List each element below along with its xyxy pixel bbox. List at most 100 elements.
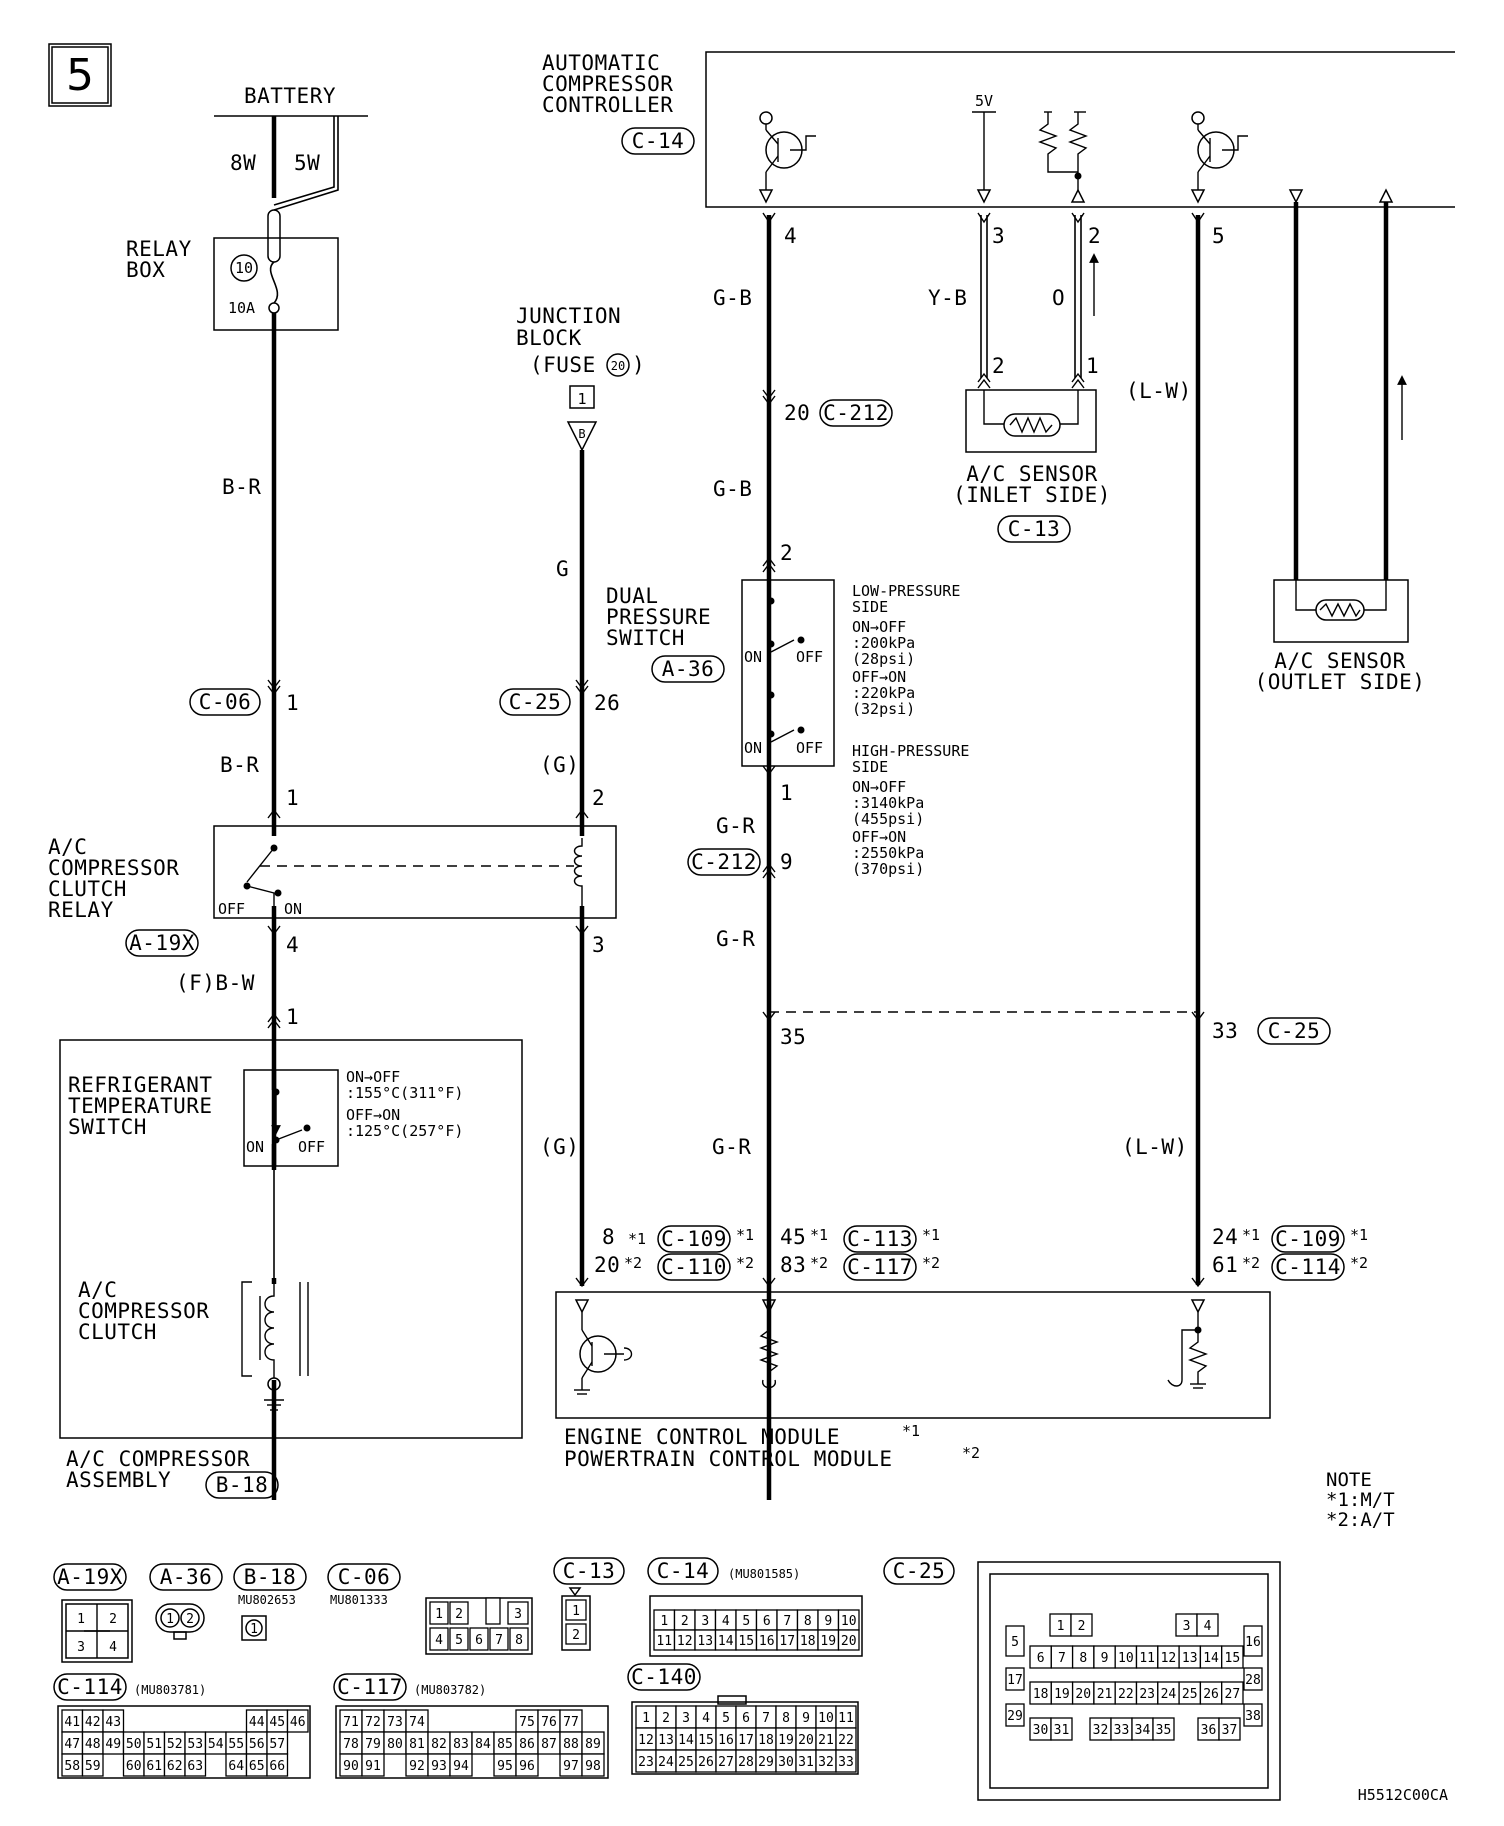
c25-pin-13: 13 bbox=[1182, 1651, 1198, 1666]
note: NOTE *1:M/T *2:A/T bbox=[1326, 1469, 1395, 1531]
c140-pin-1: 1 bbox=[642, 1711, 650, 1726]
relay-pin-1: 1 bbox=[286, 786, 299, 810]
clutch-label-1: A/C bbox=[78, 1278, 117, 1302]
c25-pin-27: 27 bbox=[1225, 1687, 1241, 1702]
c114-pin-66: 66 bbox=[269, 1759, 285, 1774]
dps-connector-a-36: A-36 bbox=[662, 657, 715, 681]
c117-pin-86: 86 bbox=[519, 1737, 535, 1752]
legend-c06-part: MU801333 bbox=[330, 1593, 388, 1607]
c25-pin-38: 38 bbox=[1245, 1709, 1261, 1724]
ac-compressor-assembly: 1 REFRIGERANT TEMPERATURE SWITCH ON OFF … bbox=[59, 1005, 523, 1499]
c25-pin-2: 2 bbox=[1078, 1619, 1086, 1634]
c117-pin-98: 98 bbox=[585, 1759, 601, 1774]
acc-pin-2: 2 bbox=[1088, 224, 1101, 248]
c25-pin-37-cell bbox=[1218, 1717, 1241, 1741]
a36-pin-1: 1 bbox=[166, 1612, 174, 1627]
c114-pin-46-cell bbox=[286, 1709, 309, 1733]
c25-pin-30: 30 bbox=[1033, 1723, 1049, 1738]
c25-pin-16: 16 bbox=[1245, 1635, 1261, 1650]
acc-pin-3: 3 bbox=[992, 224, 1005, 248]
wire-label-b-r-2: B-R bbox=[220, 753, 259, 777]
c25-pin-16-cell bbox=[1243, 1625, 1263, 1657]
c25-pin-11: 11 bbox=[1139, 1651, 1155, 1666]
c25-pin-4-cell bbox=[1196, 1613, 1219, 1637]
fuse-rating: 10A bbox=[228, 299, 255, 317]
c140-pin-29: 29 bbox=[758, 1755, 774, 1770]
c06-pin-2: 2 bbox=[455, 1607, 463, 1622]
c25-pin-35-cell bbox=[1152, 1717, 1175, 1741]
relay-box-label-1: RELAY bbox=[126, 237, 192, 261]
c114-pin-50: 50 bbox=[126, 1737, 142, 1752]
c25-pin-24: 24 bbox=[1161, 1687, 1177, 1702]
c114-pin-56: 56 bbox=[249, 1737, 265, 1752]
c114-pin-49: 49 bbox=[105, 1737, 121, 1752]
c25-pin-17: 17 bbox=[1007, 1673, 1023, 1688]
ecm-label: ENGINE CONTROL MODULE bbox=[564, 1425, 840, 1449]
c140-pin-15: 15 bbox=[698, 1733, 714, 1748]
c114-pin-61: 61 bbox=[146, 1759, 162, 1774]
battery: BATTERY 8W 5W bbox=[214, 84, 368, 211]
ecm-pin-24: 24 bbox=[1212, 1225, 1238, 1249]
relay-label-2: COMPRESSOR bbox=[48, 856, 179, 880]
c114-pin-43: 43 bbox=[105, 1715, 121, 1730]
c14-pin-17: 17 bbox=[779, 1634, 795, 1649]
c25-pin-17-cell bbox=[1005, 1667, 1025, 1691]
rts-b: :155°C(311°F) bbox=[346, 1084, 463, 1102]
a36-pin-2: 2 bbox=[186, 1612, 194, 1627]
c114-pin-42: 42 bbox=[85, 1715, 101, 1730]
clutch-label-2: COMPRESSOR bbox=[78, 1299, 209, 1323]
legend-c06-name: C-06 bbox=[338, 1565, 391, 1589]
connector-c-117: C-117 bbox=[847, 1255, 913, 1279]
c25-pin-14: 14 bbox=[1203, 1651, 1219, 1666]
wire-label-g-r-1: G-R bbox=[716, 814, 755, 838]
c14-pin-6: 6 bbox=[763, 1614, 771, 1629]
acc-label-3: CONTROLLER bbox=[542, 93, 673, 117]
c114-pin-51: 51 bbox=[146, 1737, 162, 1752]
c117-pin-96: 96 bbox=[519, 1759, 535, 1774]
c14-pin-3: 3 bbox=[701, 1614, 709, 1629]
fuse-number-10: 10 bbox=[235, 259, 253, 277]
c114-pin-64: 64 bbox=[228, 1759, 244, 1774]
c140-pin-14: 14 bbox=[678, 1733, 694, 1748]
star1-f: *1 bbox=[1350, 1226, 1368, 1244]
c114-pin-63: 63 bbox=[187, 1759, 203, 1774]
star2-d: *2 bbox=[922, 1254, 940, 1272]
legend-c114-name: C-114 bbox=[57, 1675, 123, 1699]
c114-pin-46: 46 bbox=[290, 1715, 306, 1730]
ecm-pin-20: 20 bbox=[594, 1253, 620, 1277]
c14-pin-9: 9 bbox=[824, 1614, 832, 1629]
assembly-label-2: ASSEMBLY bbox=[66, 1468, 171, 1492]
c140-pin-20: 20 bbox=[798, 1733, 814, 1748]
c140-pin-17: 17 bbox=[738, 1733, 754, 1748]
rts-on: ON bbox=[246, 1138, 264, 1156]
wire-label-g-b-2: G-B bbox=[713, 477, 752, 501]
c14-pin-18: 18 bbox=[800, 1634, 816, 1649]
legend-b18-part: MU802653 bbox=[238, 1593, 296, 1607]
c117-pin-90: 90 bbox=[343, 1759, 359, 1774]
c117-pin-82: 82 bbox=[431, 1737, 447, 1752]
connector-c-110: C-110 bbox=[661, 1255, 727, 1279]
c14-pin-5: 5 bbox=[742, 1614, 750, 1629]
junction-terminal-number: 1 bbox=[577, 390, 586, 408]
c25-pin-3: 3 bbox=[1183, 1619, 1191, 1634]
legend-c117-part: (MU803782) bbox=[414, 1683, 486, 1697]
dps-high-d: OFF→ON bbox=[852, 828, 906, 846]
c14-pin-20: 20 bbox=[841, 1634, 857, 1649]
c25-pin-34: 34 bbox=[1135, 1723, 1151, 1738]
c25-pin-23: 23 bbox=[1139, 1687, 1155, 1702]
legend-c06: C-06 MU801333 1 2 3 4 5 6 7 8 bbox=[327, 1563, 533, 1655]
rts-d: :125°C(257°F) bbox=[346, 1122, 463, 1140]
junction-block-label-2: BLOCK bbox=[516, 326, 582, 350]
c140-pin-32: 32 bbox=[818, 1755, 834, 1770]
legend-c13-name: C-13 bbox=[563, 1559, 616, 1583]
relay-box-label-2: BOX bbox=[126, 258, 165, 282]
ecm-connectors: 8 *1 C-109 *1 20 *2 C-110 *2 45 *1 C-113… bbox=[594, 1225, 1368, 1281]
junction-block: JUNCTION BLOCK (FUSE 20 ) 1 B bbox=[516, 304, 645, 452]
c117-pin-91-cell bbox=[361, 1753, 385, 1777]
junction-fuse-text: (FUSE bbox=[530, 353, 596, 377]
dps-high-e: :2550kPa bbox=[852, 844, 924, 862]
c117-pin-73: 73 bbox=[387, 1715, 403, 1730]
legend-c14-part: (MU801585) bbox=[728, 1567, 800, 1581]
